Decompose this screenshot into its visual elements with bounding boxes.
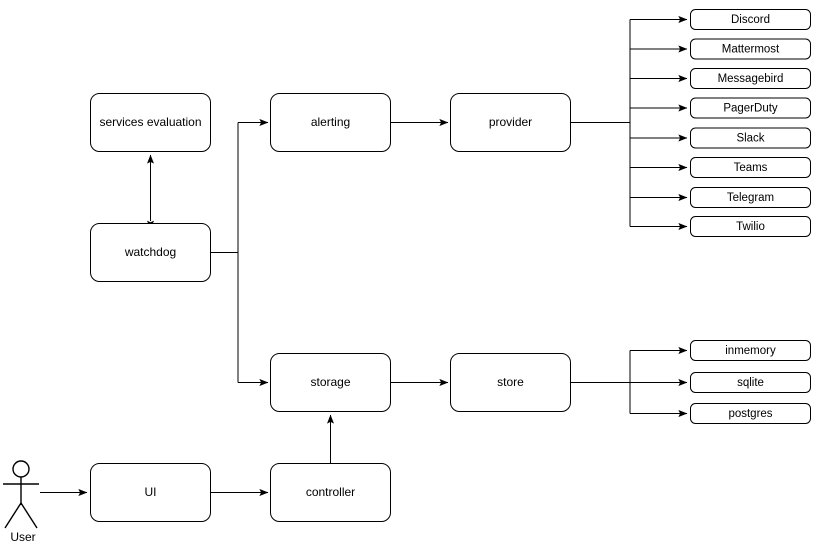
- node-alerting-shape: [270, 93, 391, 152]
- node-provider[interactable]: provider: [450, 93, 571, 152]
- store-option-inmemory[interactable]: inmemory: [690, 340, 811, 361]
- node-store[interactable]: store: [450, 353, 571, 412]
- node-store-shape: [450, 353, 571, 412]
- actor-user-label: User: [10, 530, 35, 544]
- store-option-sqlite-shape: [690, 372, 811, 393]
- provider-option-teams-label: Teams: [734, 162, 768, 174]
- provider-option-pagerduty[interactable]: PagerDuty: [690, 97, 811, 119]
- provider-option-twilio-label: Twilio: [736, 221, 765, 233]
- provider-option-messagebird[interactable]: Messagebird: [690, 68, 811, 89]
- provider-option-discord[interactable]: Discord: [690, 9, 811, 30]
- provider-option-discord-shape: [690, 9, 811, 30]
- provider-option-mattermost-shape: [690, 38, 811, 60]
- provider-option-mattermost-label: Mattermost: [722, 44, 780, 56]
- provider-option-pagerduty-shape: [690, 97, 811, 119]
- node-alerting-label: alerting: [311, 115, 350, 129]
- node-watchdog[interactable]: watchdog: [90, 223, 211, 282]
- store-option-sqlite[interactable]: sqlite: [690, 372, 811, 393]
- provider-fanout-branches: [630, 16, 688, 230]
- provider-option-messagebird-shape: [690, 68, 811, 89]
- node-watchdog-label: watchdog: [124, 245, 176, 259]
- provider-option-teams-shape: [690, 157, 811, 178]
- store-option-postgres-label: postgres: [728, 408, 772, 420]
- actor-user[interactable]: User: [3, 460, 39, 544]
- provider-options-group: Discord Mattermost Messagebird PagerDuty…: [690, 9, 811, 237]
- node-controller-label: controller: [306, 485, 355, 499]
- provider-option-messagebird-label: Messagebird: [718, 73, 784, 85]
- provider-option-pagerduty-label: PagerDuty: [723, 103, 778, 115]
- node-controller-shape: [270, 463, 391, 522]
- node-store-label: store: [497, 375, 524, 389]
- provider-option-twilio[interactable]: Twilio: [690, 216, 811, 237]
- provider-option-twilio-shape: [690, 216, 811, 237]
- provider-option-slack-label: Slack: [736, 133, 764, 145]
- store-option-inmemory-shape: [690, 340, 811, 361]
- store-options-group: inmemory sqlite postgres: [690, 340, 811, 424]
- provider-option-telegram-shape: [690, 187, 811, 208]
- node-services-evaluation[interactable]: services evaluation: [90, 93, 211, 152]
- provider-option-telegram-label: Telegram: [727, 192, 774, 204]
- provider-option-slack[interactable]: Slack: [690, 127, 811, 149]
- node-provider-shape: [450, 93, 571, 152]
- store-option-postgres-shape: [690, 403, 811, 424]
- actor-head-icon: [12, 460, 30, 478]
- provider-option-telegram[interactable]: Telegram: [690, 187, 811, 208]
- node-alerting[interactable]: alerting: [270, 93, 391, 152]
- node-services-evaluation-label: services evaluation: [99, 115, 201, 129]
- store-fanout-branches: [630, 347, 688, 417]
- provider-option-teams[interactable]: Teams: [690, 157, 811, 178]
- store-option-inmemory-label: inmemory: [725, 345, 776, 357]
- node-ui-shape: [90, 463, 211, 522]
- node-storage-label: storage: [310, 375, 350, 389]
- store-option-sqlite-label: sqlite: [737, 377, 764, 389]
- node-services-evaluation-shape: [90, 93, 211, 152]
- provider-option-mattermost[interactable]: Mattermost: [690, 38, 811, 60]
- node-ui-label: UI: [145, 485, 157, 499]
- node-storage-shape: [270, 353, 391, 412]
- node-watchdog-shape: [90, 223, 211, 282]
- actor-leg-left-icon: [4, 502, 22, 529]
- provider-option-discord-label: Discord: [731, 14, 770, 26]
- node-provider-label: provider: [489, 115, 532, 129]
- node-controller[interactable]: controller: [270, 463, 391, 522]
- store-option-postgres[interactable]: postgres: [690, 403, 811, 424]
- node-storage[interactable]: storage: [270, 353, 391, 412]
- actor-leg-right-icon: [20, 502, 38, 529]
- node-ui[interactable]: UI: [90, 463, 211, 522]
- provider-option-slack-shape: [690, 127, 811, 149]
